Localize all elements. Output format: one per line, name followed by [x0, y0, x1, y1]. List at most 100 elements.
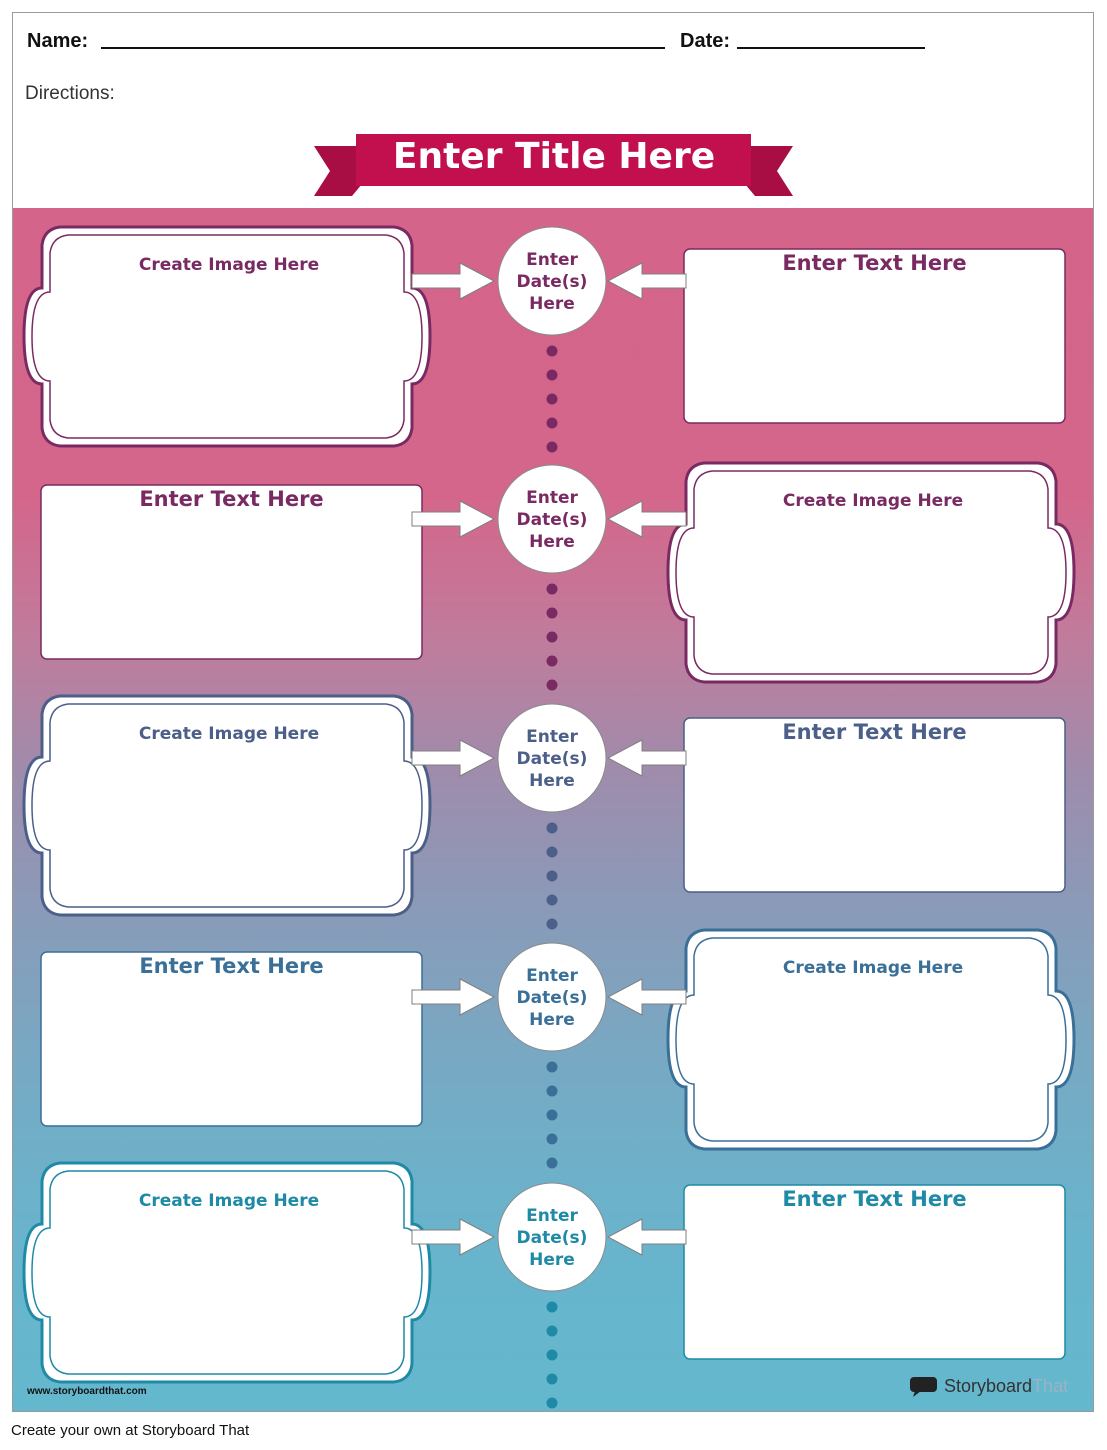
arrow-left-icon	[606, 978, 687, 1016]
timeline-dot	[546, 1085, 558, 1097]
speech-bubble-icon	[910, 1377, 937, 1397]
arrow-left-icon	[606, 1218, 687, 1256]
timeline-dot	[546, 894, 558, 906]
image-placeholder-label[interactable]: Create Image Here	[138, 724, 320, 744]
date-circle[interactable]	[497, 226, 607, 336]
text-placeholder-label[interactable]: Enter Text Here	[782, 251, 967, 275]
arrow-right-icon	[411, 978, 496, 1016]
timeline-dot	[546, 583, 558, 595]
timeline-dot	[546, 822, 558, 834]
arrow-left-icon	[606, 262, 687, 300]
text-box[interactable]	[40, 951, 423, 1127]
banner-body	[356, 134, 751, 186]
timeline-dot	[546, 417, 558, 429]
timeline-dot	[546, 1133, 558, 1145]
arrow-right-icon	[411, 1218, 496, 1256]
arrow-right-icon	[411, 262, 496, 300]
date-label-line-2[interactable]: Date(s)	[516, 1228, 588, 1248]
date-label-line-1[interactable]: Enter	[526, 1206, 578, 1226]
name-input-line[interactable]	[101, 47, 665, 49]
date-label-line-1[interactable]: Enter	[526, 966, 578, 986]
date-circle[interactable]	[497, 942, 607, 1052]
date-label-line-2[interactable]: Date(s)	[516, 749, 588, 769]
text-placeholder-label[interactable]: Enter Text Here	[139, 954, 324, 978]
timeline-dot	[546, 1157, 558, 1169]
timeline-dot	[546, 1325, 558, 1337]
image-placeholder-label[interactable]: Create Image Here	[782, 491, 964, 511]
text-box[interactable]	[683, 1184, 1066, 1360]
timeline-dot	[546, 393, 558, 405]
date-input-line[interactable]	[737, 47, 925, 49]
banner-left-tail	[314, 146, 362, 196]
arrow-right-icon	[411, 739, 496, 777]
text-box[interactable]	[683, 248, 1066, 424]
date-label-line-2[interactable]: Date(s)	[516, 510, 588, 530]
timeline-dot	[546, 1397, 558, 1409]
date-label-line-1[interactable]: Enter	[526, 488, 578, 508]
frame-inner	[675, 470, 1067, 675]
site-url: www.storyboardthat.com	[27, 1386, 147, 1397]
timeline-row	[40, 461, 1076, 691]
frame-outer	[22, 1161, 432, 1384]
timeline-dot	[546, 441, 558, 453]
timeline-dot	[546, 1349, 558, 1361]
brand-suffix: That	[1032, 1375, 1069, 1396]
date-circle[interactable]	[497, 464, 607, 574]
date-label-line-3[interactable]: Here	[529, 1010, 575, 1030]
image-placeholder-label[interactable]: Create Image Here	[138, 255, 320, 275]
date-label-line-3[interactable]: Here	[529, 771, 575, 791]
text-box[interactable]	[683, 717, 1066, 893]
timeline-row	[22, 225, 1066, 453]
timeline-row	[22, 694, 1066, 930]
date-label-line-1[interactable]: Enter	[526, 727, 578, 747]
timeline-dot	[546, 1301, 558, 1313]
timeline-dot	[546, 1061, 558, 1073]
timeline-dot	[546, 369, 558, 381]
image-placeholder-label[interactable]: Create Image Here	[138, 1191, 320, 1211]
date-circle[interactable]	[497, 1182, 607, 1292]
timeline-dot	[546, 918, 558, 930]
timeline-dot	[546, 870, 558, 882]
banner-right-tail	[745, 146, 793, 196]
date-label-line-2[interactable]: Date(s)	[516, 988, 588, 1008]
frame-inner	[31, 1170, 423, 1375]
date-label-line-3[interactable]: Here	[529, 532, 575, 552]
timeline-dot	[546, 631, 558, 643]
date-circle[interactable]	[497, 703, 607, 813]
timeline-dot	[546, 846, 558, 858]
text-box[interactable]	[40, 484, 423, 660]
timeline-dot	[546, 345, 558, 357]
text-placeholder-label[interactable]: Enter Text Here	[782, 1187, 967, 1211]
frame-outer	[666, 461, 1076, 684]
directions-label: Directions:	[25, 83, 115, 104]
image-frame[interactable]	[22, 1161, 432, 1384]
date-label-line-1[interactable]: Enter	[526, 250, 578, 270]
timeline-dot	[546, 679, 558, 691]
text-placeholder-label[interactable]: Enter Text Here	[139, 487, 324, 511]
image-frame[interactable]	[666, 461, 1076, 684]
timeline-row	[22, 1161, 1066, 1409]
date-label-line-3[interactable]: Here	[529, 294, 575, 314]
date-label: Date:	[680, 30, 731, 52]
frame-outer	[22, 225, 432, 448]
brand-name: Storyboard	[944, 1375, 1033, 1396]
timeline-row	[40, 928, 1076, 1169]
timeline-dot	[546, 1373, 558, 1385]
image-frame[interactable]	[22, 225, 432, 448]
timeline-dot	[546, 607, 558, 619]
text-placeholder-label[interactable]: Enter Text Here	[782, 720, 967, 744]
timeline-dot	[546, 1109, 558, 1121]
date-label-line-3[interactable]: Here	[529, 1250, 575, 1270]
name-label: Name:	[27, 30, 89, 52]
worksheet-title[interactable]: Enter Title Here	[392, 136, 716, 177]
title-banner	[314, 134, 793, 196]
date-label-line-2[interactable]: Date(s)	[516, 272, 588, 292]
timeline-dot	[546, 655, 558, 667]
arrow-right-icon	[411, 500, 496, 538]
footer-create-text[interactable]: Create your own at Storyboard That	[11, 1422, 250, 1439]
image-placeholder-label[interactable]: Create Image Here	[782, 958, 964, 978]
arrow-left-icon	[606, 739, 687, 777]
frame-inner	[31, 703, 423, 908]
